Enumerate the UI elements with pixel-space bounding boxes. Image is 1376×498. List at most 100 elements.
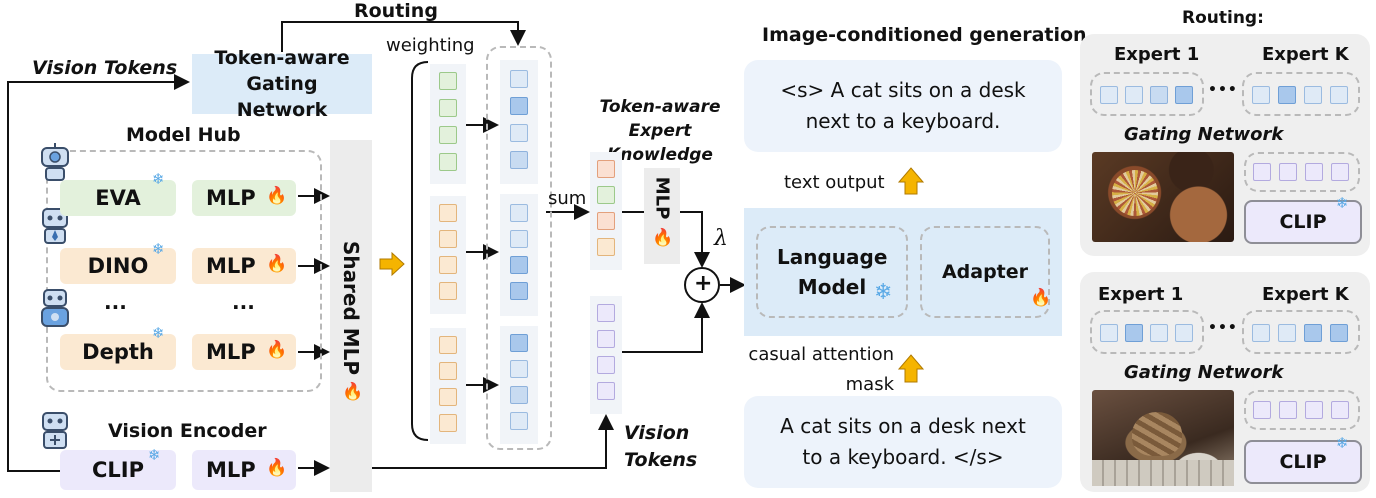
token-cell [439, 362, 457, 380]
token-cell [510, 151, 528, 169]
fire-icon: 🔥 [1030, 288, 1052, 308]
attention-mask-label: casual attention mask [748, 344, 894, 395]
token-cell [1253, 401, 1271, 419]
token-cell [1330, 86, 1348, 104]
token-cell [510, 256, 528, 274]
text-output-label: text output [784, 172, 885, 193]
expert-eva-label: EVA [95, 186, 141, 210]
routing-panel-title: Routing: [1182, 8, 1264, 28]
token-cell [1279, 163, 1297, 181]
gating-network-box: Token-aware Gating Network [192, 47, 372, 121]
token-group-dino [430, 196, 466, 314]
expert-dino-mlp-box: MLP [192, 248, 296, 284]
token-cell [510, 230, 528, 248]
token-cell [1253, 163, 1271, 181]
token-cell [1150, 86, 1168, 104]
expert-k-tokens [1242, 72, 1360, 116]
dots: ••• [1208, 82, 1238, 98]
token-cell [1279, 401, 1297, 419]
snowflake-icon: ❄ [152, 240, 165, 258]
expert-depth-mlp-box: MLP [192, 334, 296, 370]
expert-eva-box: EVA [60, 180, 176, 216]
token-cell [510, 360, 528, 378]
weighted-tokens-container [486, 46, 552, 450]
expert-knowledge-label: Token-aware Expert Knowledge [599, 97, 721, 165]
token-cell [1304, 324, 1322, 342]
expert-1-tokens [1090, 72, 1204, 116]
token-cell [1100, 324, 1118, 342]
adapter-label: Adapter [941, 261, 1029, 283]
clip-mlp-label: MLP [206, 458, 256, 482]
token-cell [1278, 86, 1296, 104]
routing-label: Routing [354, 0, 438, 22]
clip-encoder-box: CLIP [60, 450, 176, 490]
token-cell [1150, 324, 1168, 342]
expert-depth-label: Depth [82, 340, 154, 364]
token-cell [510, 334, 528, 352]
cat-photo [1092, 390, 1234, 486]
clip-label: CLIP [1279, 451, 1327, 473]
clip-tokens [1244, 390, 1360, 430]
plus-sign: + [694, 271, 713, 296]
output-text-box: <s> A cat sits on a desk next to a keybo… [744, 60, 1062, 152]
token-cell [439, 282, 457, 300]
robot-icon [42, 208, 68, 244]
snowflake-icon: ❄ [874, 280, 893, 305]
snowflake-icon: ❄ [152, 170, 165, 188]
robot-icon [41, 289, 69, 327]
token-cell [439, 153, 457, 171]
expert-depth-mlp-label: MLP [206, 340, 256, 364]
vision-token-column [590, 296, 622, 414]
token-cell [439, 336, 457, 354]
token-cell [597, 212, 615, 230]
token-cell [1175, 324, 1193, 342]
fire-icon: 🔥 [266, 186, 288, 206]
clip-box: CLIP [1244, 440, 1362, 484]
token-cell [1330, 324, 1348, 342]
expert-mlp-box: MLP 🔥 [644, 168, 680, 264]
token-cell [510, 124, 528, 142]
fire-icon: 🔥 [266, 458, 288, 478]
input-text: A cat sits on a desk next to a keyboard.… [780, 414, 1026, 469]
vision-tokens-label: Vision Tokens [32, 57, 178, 79]
token-cell [597, 382, 615, 400]
clip-label: CLIP [1279, 211, 1327, 233]
language-model-box: Language Model [756, 226, 908, 318]
language-model-label: Language Model [777, 245, 888, 299]
fire-icon: 🔥 [266, 254, 288, 274]
token-cell [1304, 86, 1322, 104]
snowflake-icon: ❄ [148, 446, 161, 464]
token-cell [597, 238, 615, 256]
token-group-depth [430, 328, 466, 444]
weighted-group-3 [500, 326, 538, 444]
input-text-box: A cat sits on a desk next to a keyboard.… [744, 396, 1062, 488]
output-text: <s> A cat sits on a desk next to a keybo… [780, 78, 1026, 133]
expert-dino-label: DINO [87, 254, 149, 278]
vision-tokens-bottom-label: Vision Tokens [624, 422, 698, 471]
lambda-label: λ [714, 226, 728, 251]
token-cell [597, 356, 615, 374]
token-cell [1125, 324, 1143, 342]
token-cell [597, 160, 615, 178]
gating-network-label: Gating Network [1124, 124, 1284, 145]
snowflake-icon: ❄ [152, 324, 165, 342]
weighted-group-1 [500, 60, 538, 184]
token-cell [439, 72, 457, 90]
token-cell [597, 330, 615, 348]
ellipsis-mlps: ... [232, 290, 255, 314]
token-cell [1175, 86, 1193, 104]
model-hub-label: Model Hub [126, 124, 241, 146]
expert-dino-box: DINO [60, 248, 176, 284]
token-cell [1305, 163, 1323, 181]
token-group-eva [430, 64, 466, 184]
token-cell [439, 414, 457, 432]
ellipsis-experts: ... [104, 290, 127, 314]
adapter-box: Adapter [920, 226, 1050, 318]
sum-label: sum [548, 188, 587, 209]
snowflake-icon: ❄ [1336, 194, 1349, 212]
shared-mlp-box: Shared MLP 🔥 [330, 140, 372, 492]
token-cell [597, 186, 615, 204]
gating-network-label: Gating Network [1124, 362, 1284, 383]
robot-icon [42, 412, 68, 449]
token-cell [510, 412, 528, 430]
